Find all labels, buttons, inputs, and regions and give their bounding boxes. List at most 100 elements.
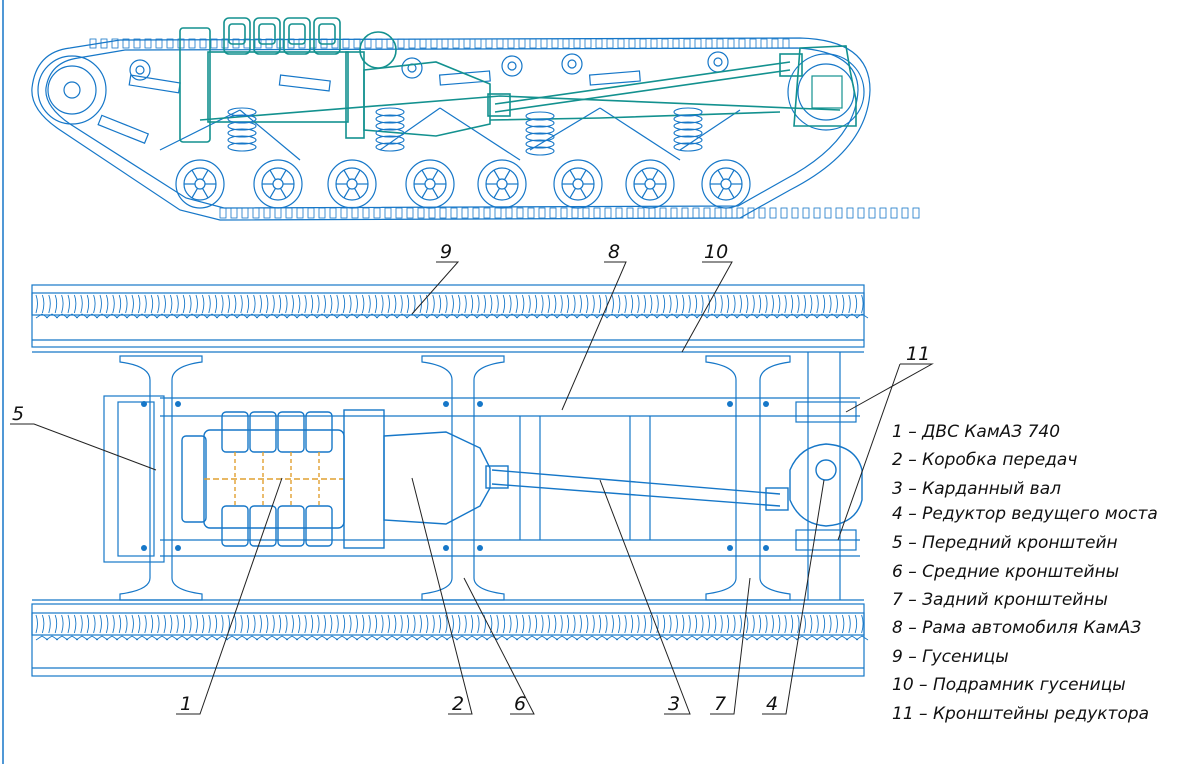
tread-link bbox=[400, 294, 403, 314]
tread-pad bbox=[705, 313, 719, 319]
tread-link bbox=[336, 614, 339, 634]
tread-pad bbox=[645, 313, 659, 319]
tread-pad bbox=[175, 313, 189, 319]
tread-tooth bbox=[177, 38, 185, 49]
tread-link bbox=[221, 614, 224, 634]
tread-link bbox=[35, 614, 38, 634]
tread-pad bbox=[165, 313, 179, 319]
tread-pad bbox=[145, 635, 159, 641]
bolt bbox=[443, 401, 449, 407]
tread-link bbox=[144, 614, 147, 634]
leader-11 bbox=[837, 363, 934, 541]
tread-pad bbox=[495, 313, 509, 319]
tread-link bbox=[310, 614, 314, 634]
tread-link bbox=[438, 614, 442, 634]
tread-link bbox=[35, 294, 38, 314]
tread-link bbox=[694, 614, 698, 634]
tread-link bbox=[208, 294, 211, 314]
tread-tooth bbox=[375, 38, 383, 49]
tread-link bbox=[240, 614, 243, 634]
tread-tooth bbox=[485, 38, 493, 49]
tread-link bbox=[649, 294, 653, 314]
engine-block-side bbox=[207, 51, 349, 123]
tread-tooth bbox=[89, 38, 97, 49]
tread-link bbox=[189, 614, 192, 634]
tread-tooth bbox=[571, 207, 579, 219]
tread-link bbox=[470, 614, 474, 634]
road-wheel-hub bbox=[644, 178, 656, 190]
tread-pad bbox=[265, 313, 279, 319]
road-wheel-spoke bbox=[421, 188, 429, 199]
cylinder-head-top bbox=[249, 505, 277, 547]
tread-pad bbox=[365, 635, 379, 641]
tread-link bbox=[278, 614, 282, 634]
road-wheel-hub bbox=[346, 178, 358, 190]
tread-link bbox=[432, 294, 435, 314]
top-view bbox=[31, 284, 869, 677]
tread-tooth bbox=[241, 207, 249, 219]
tread-tooth bbox=[133, 38, 141, 49]
tread-tooth bbox=[483, 207, 491, 219]
tread-tooth bbox=[595, 38, 603, 49]
tread-pad bbox=[355, 635, 369, 641]
tread-pad bbox=[565, 313, 579, 319]
spring-coil bbox=[375, 107, 405, 117]
tread-tooth bbox=[329, 207, 337, 219]
track-right bbox=[31, 603, 865, 677]
tread-tooth bbox=[540, 38, 548, 49]
tread-pad bbox=[45, 313, 59, 319]
road-wheel-spoke bbox=[191, 188, 199, 199]
universal-joint-rear bbox=[779, 53, 803, 77]
propeller-shaft-side-2 bbox=[494, 69, 791, 113]
tread-link bbox=[669, 614, 672, 634]
tread-link bbox=[169, 294, 173, 314]
tread-tooth bbox=[560, 207, 568, 219]
tread-tooth bbox=[263, 207, 271, 219]
spring-coil bbox=[673, 121, 703, 131]
road-wheel bbox=[477, 159, 527, 209]
tread-pad bbox=[315, 313, 329, 319]
tread-tooth bbox=[111, 38, 119, 49]
tread-pad bbox=[485, 635, 499, 641]
road-wheel-hub bbox=[720, 178, 732, 190]
spring-coil bbox=[375, 142, 405, 152]
road-wheel-spoke bbox=[651, 169, 659, 180]
tread-link bbox=[86, 294, 90, 314]
subframe-side bbox=[199, 95, 841, 121]
tread-pad bbox=[205, 313, 219, 319]
tread-pad bbox=[325, 313, 339, 319]
tread-tooth bbox=[430, 38, 438, 49]
tread-tooth bbox=[727, 38, 735, 49]
tread-link bbox=[67, 614, 70, 634]
return-rollers bbox=[129, 51, 729, 81]
tread-link bbox=[285, 294, 288, 314]
bolt bbox=[141, 401, 147, 407]
frame-rail-lower bbox=[160, 539, 860, 557]
legend-item: 7 – Задний кронштейны bbox=[892, 590, 1108, 611]
tread-tooth bbox=[650, 38, 658, 49]
tread-tooth bbox=[551, 38, 559, 49]
bolt bbox=[727, 545, 733, 551]
tread-pad bbox=[305, 635, 319, 641]
tread-link bbox=[54, 614, 58, 634]
tread-link bbox=[317, 614, 320, 634]
tread-tooth bbox=[362, 207, 370, 219]
road-wheel-spoke bbox=[727, 188, 735, 199]
tread-pad bbox=[745, 635, 759, 641]
tread-link bbox=[61, 614, 64, 634]
tread-link bbox=[99, 294, 102, 314]
tread-link bbox=[118, 614, 122, 634]
tread-pad bbox=[715, 313, 729, 319]
tread-link bbox=[797, 614, 800, 634]
tread-pad bbox=[295, 313, 309, 319]
tread-pad bbox=[475, 313, 489, 319]
tread-pad bbox=[665, 635, 679, 641]
leader-3 bbox=[599, 479, 691, 715]
tread-link bbox=[208, 614, 211, 634]
side-drivetrain bbox=[179, 17, 857, 143]
tread-pad bbox=[655, 313, 669, 319]
tread-link bbox=[662, 294, 666, 314]
tread-tooth bbox=[450, 207, 458, 219]
road-wheel-spoke bbox=[717, 188, 725, 199]
return-roller bbox=[401, 57, 423, 79]
